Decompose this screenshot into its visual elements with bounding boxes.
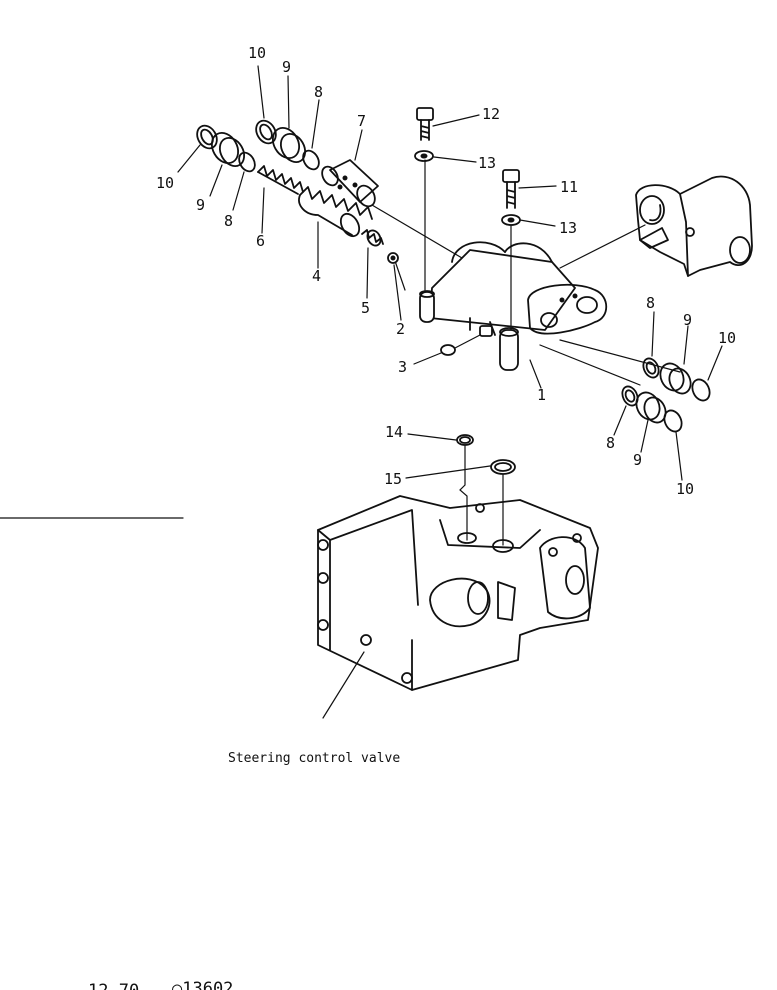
part-label-12: 12: [482, 105, 500, 123]
part-label-8-right-upper: 8: [646, 294, 655, 312]
part-label-1: 1: [537, 386, 546, 404]
part-label-10-left: 10: [156, 174, 174, 192]
part-label-9-right-lower: 9: [633, 451, 642, 469]
part-label-10-right-upper: 10: [718, 329, 736, 347]
part-label-9-right-upper: 9: [683, 311, 692, 329]
connector-line: [559, 224, 646, 269]
leader-lines: [177, 65, 723, 719]
footer-reference: ○13602: [172, 979, 233, 990]
part-label-15: 15: [384, 470, 402, 488]
bolt-12: [416, 107, 434, 141]
right-oring-8-lower: [621, 385, 639, 407]
part-label-10-upper: 10: [248, 44, 266, 62]
part-label-14: 14: [385, 423, 403, 441]
washer-13-upper: [414, 150, 434, 162]
part-label-9-left: 9: [196, 196, 205, 214]
right-ring-10-upper: [691, 378, 711, 402]
valve-body: [419, 241, 608, 371]
spool-axis-right: [539, 344, 641, 386]
right-plug-9-upper: [659, 362, 692, 395]
part-label-5: 5: [361, 299, 370, 317]
footer-code: 12-70: [88, 981, 139, 990]
upper-ring-10: [255, 119, 277, 145]
plug-3: [440, 325, 493, 356]
diagram-caption: Steering control valve: [228, 751, 400, 766]
right-ring-10-lower: [663, 409, 683, 433]
plug-axis-2: [393, 257, 406, 291]
oring-14: [456, 434, 474, 446]
spool-4: [298, 186, 373, 238]
spool-axis-right-lower: [559, 339, 681, 373]
elbow-housing: [635, 175, 753, 277]
bolt-11: [502, 169, 520, 209]
left-plug-9: [210, 132, 246, 168]
sleeve-7: [321, 159, 379, 208]
left-oring-8: [238, 151, 256, 173]
transmission-housing: [317, 495, 599, 691]
part-label-8-upper: 8: [314, 83, 323, 101]
part-label-13-lower: 13: [559, 219, 577, 237]
plug-2: [387, 252, 399, 264]
part-label-13-upper: 13: [478, 154, 496, 172]
right-plug-9-lower: [635, 391, 667, 424]
oring-15: [490, 459, 516, 475]
right-oring-8-upper: [642, 357, 660, 379]
part-label-9-upper: 9: [282, 58, 291, 76]
part-label-7: 7: [357, 112, 366, 130]
part-label-8-left: 8: [224, 212, 233, 230]
spring-6: [257, 165, 304, 195]
washer-13-lower: [501, 214, 521, 226]
spool-axis-upper: [371, 204, 463, 259]
part-label-11: 11: [560, 178, 578, 196]
upper-plug-9: [271, 127, 307, 164]
part-label-2: 2: [396, 320, 405, 338]
part-label-3: 3: [398, 358, 407, 376]
part-label-10-right-lower: 10: [676, 480, 694, 498]
oring-axis-14: [459, 445, 468, 541]
part-label-6: 6: [256, 232, 265, 250]
part-label-8-right-lower: 8: [606, 434, 615, 452]
spring-5: [361, 229, 384, 247]
upper-oring-8: [302, 149, 320, 171]
part-labels: 1 2 3 4 5 6 7 8 8 8 8 9 9 9 9 10 10 10 1…: [156, 44, 736, 498]
part-label-4: 4: [312, 267, 321, 285]
